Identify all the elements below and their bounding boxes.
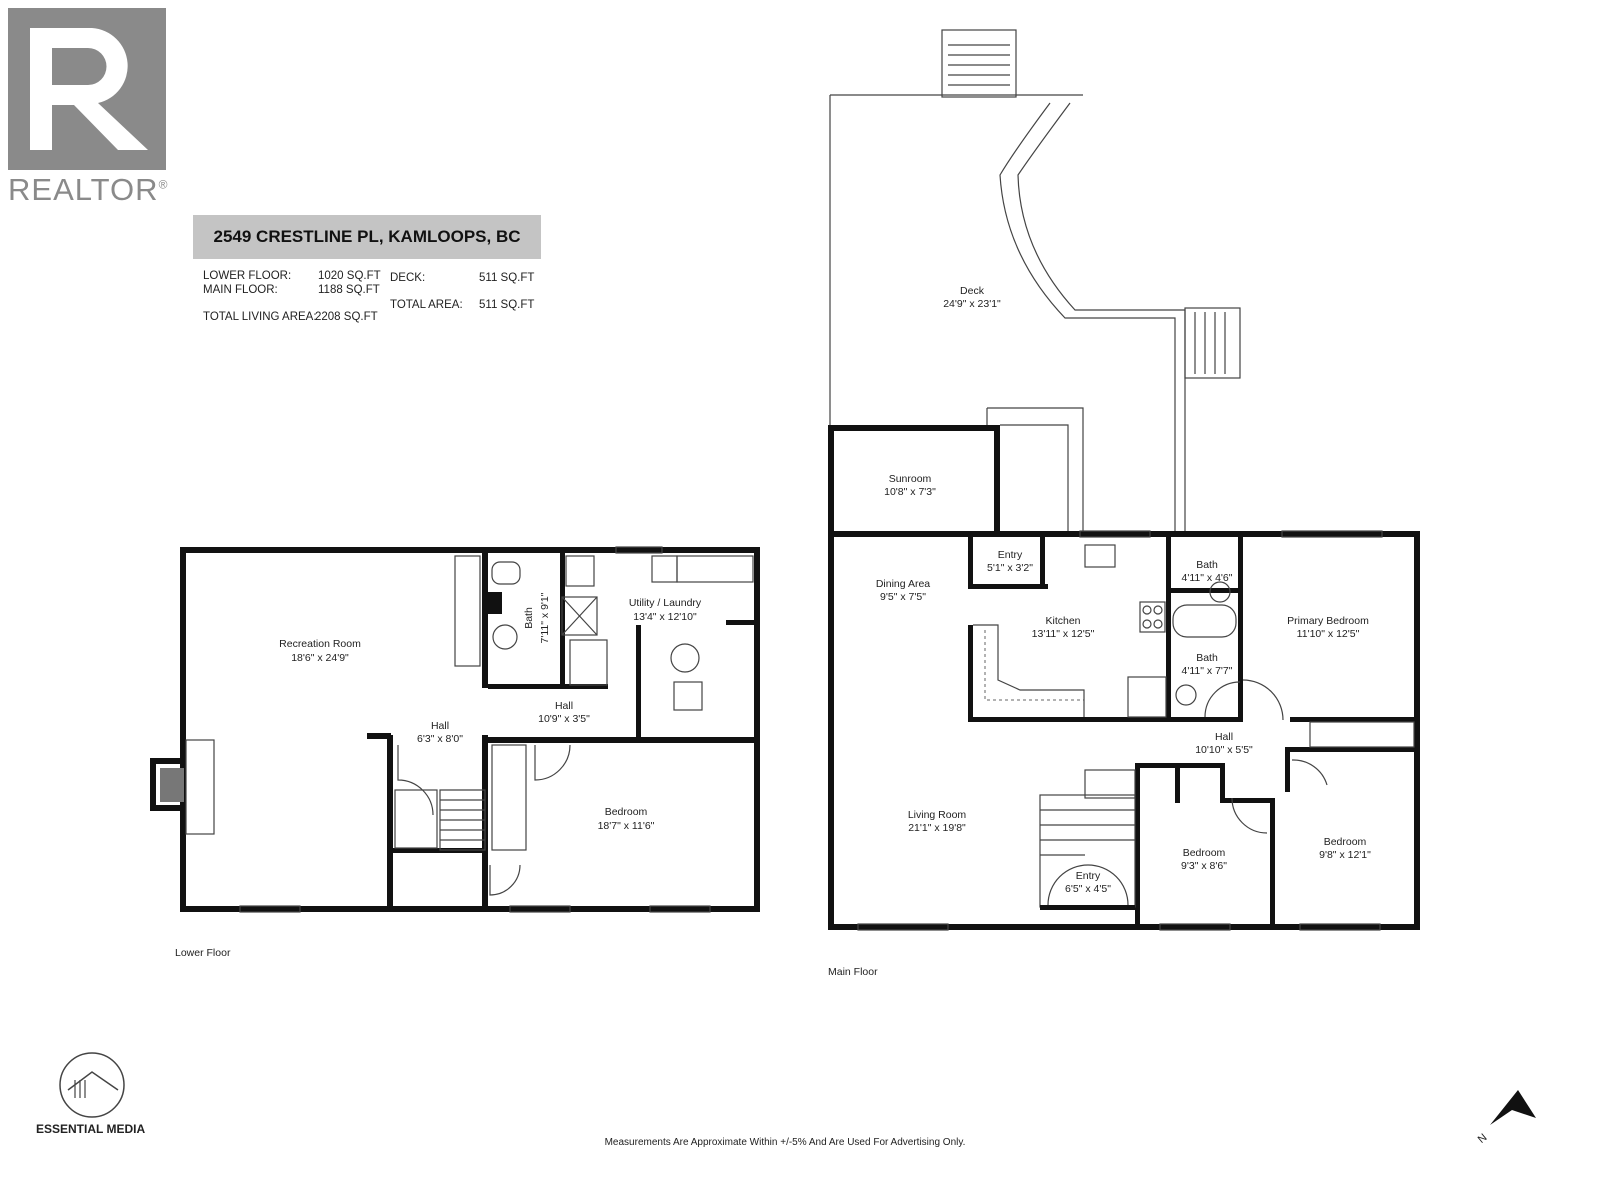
- room-name: Bedroom: [1324, 836, 1367, 848]
- room-labels: Recreation Room 18'6" x 24'9" Bath 7'11"…: [279, 285, 1371, 895]
- room-name: Recreation Room: [279, 638, 361, 650]
- lower-floor-caption: Lower Floor: [175, 947, 231, 959]
- room-dims: 18'7" x 11'6": [598, 820, 655, 832]
- room-name: Bedroom: [1183, 847, 1226, 859]
- room-name: Utility / Laundry: [629, 597, 702, 609]
- room-dims: 10'9" x 3'5": [538, 713, 590, 725]
- room-name: Primary Bedroom: [1287, 615, 1369, 627]
- room-name: Deck: [960, 285, 985, 297]
- room-dims: 13'4" x 12'10": [633, 611, 697, 623]
- room-name: Bath: [1196, 559, 1218, 571]
- essential-media-logo: [59, 1052, 125, 1118]
- room-dims: 6'3" x 8'0": [417, 733, 463, 745]
- total-area-label: TOTAL AREA:: [390, 299, 463, 311]
- main-floor-plan: [828, 29, 1420, 931]
- room-dims: 18'6" x 24'9": [291, 652, 349, 664]
- room-dims: 9'8" x 12'1": [1319, 849, 1371, 861]
- room-name: Hall: [555, 700, 573, 712]
- room-name: Entry: [1076, 870, 1101, 882]
- room-dims: 9'3" x 8'6": [1181, 860, 1227, 872]
- lower-floor-value: 1020 SQ.FT: [318, 270, 381, 282]
- total-living-label: TOTAL LIVING AREA:: [203, 311, 317, 323]
- room-name: Entry: [998, 549, 1023, 561]
- total-living-value: 2208 SQ.FT: [315, 311, 378, 323]
- room-dims: 6'5" x 4'5": [1065, 883, 1111, 895]
- room-name: Sunroom: [889, 473, 932, 485]
- room-dims: 9'5" x 7'5": [880, 591, 926, 603]
- main-floor-caption: Main Floor: [828, 966, 878, 978]
- room-dims: 13'11" x 12'5": [1032, 628, 1095, 640]
- room-dims: 7'11" x 9'1": [539, 592, 551, 643]
- room-dims: 24'9" x 23'1": [943, 298, 1001, 310]
- deck-value: 511 SQ.FT: [479, 272, 535, 284]
- room-dims: 5'1" x 3'2": [987, 562, 1033, 574]
- room-dims: 4'11" x 4'6": [1182, 572, 1233, 584]
- room-name: Hall: [1215, 731, 1233, 743]
- room-name: Bedroom: [605, 806, 648, 818]
- room-name: Dining Area: [876, 578, 930, 590]
- address-title: 2549 CRESTLINE PL, KAMLOOPS, BC: [193, 215, 541, 259]
- room-name: Living Room: [908, 809, 967, 821]
- realtor-wordmark: REALTOR®: [8, 172, 169, 207]
- deck-label: DECK:: [390, 272, 426, 284]
- room-dims: 21'1" x 19'8": [908, 822, 966, 834]
- room-dims: 4'11" x 7'7": [1182, 665, 1233, 677]
- main-floor-label: MAIN FLOOR:: [203, 284, 278, 296]
- disclaimer: Measurements Are Approximate Within +/-5…: [604, 1137, 966, 1148]
- lower-floor-plan: [150, 546, 760, 913]
- room-dims: 11'10" x 12'5": [1297, 628, 1360, 640]
- main-floor-value: 1188 SQ.FT: [318, 284, 380, 296]
- room-dims: 10'10" x 5'5": [1195, 744, 1253, 756]
- brand-name: ESSENTIAL MEDIA: [36, 1122, 146, 1136]
- lower-floor-label: LOWER FLOOR:: [203, 270, 292, 282]
- total-area-value: 511 SQ.FT: [479, 299, 535, 311]
- room-dims: 10'8" x 7'3": [884, 486, 936, 498]
- room-name: Bath: [523, 607, 535, 629]
- room-name: Bath: [1196, 652, 1218, 664]
- room-name: Kitchen: [1045, 615, 1080, 627]
- realtor-logo: [8, 8, 166, 170]
- room-name: Hall: [431, 720, 449, 732]
